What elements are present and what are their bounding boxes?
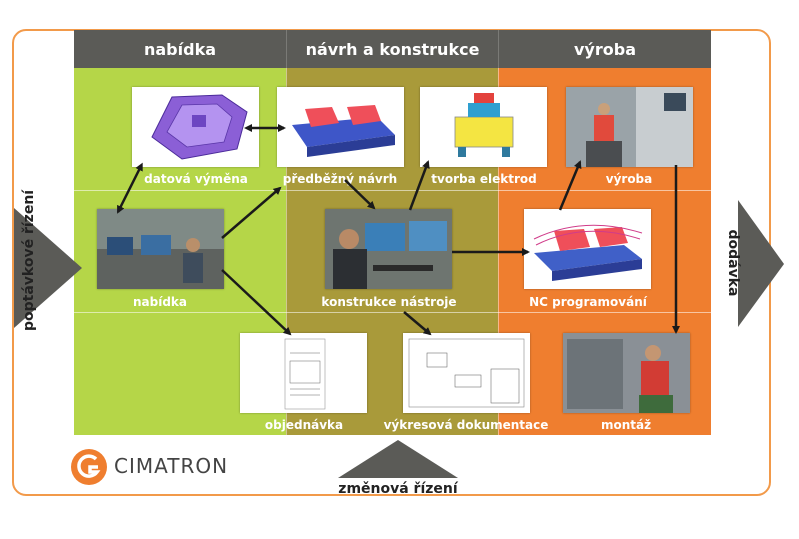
row-divider: [74, 190, 711, 191]
office-workers-photo-icon: [97, 209, 224, 289]
card-objednavka: [240, 333, 367, 413]
label-montaz: montáž: [600, 418, 652, 432]
header-navrh-a-konstrukce: návrh a konstrukce: [287, 30, 498, 68]
label-dodavka: dodávka: [725, 229, 741, 297]
toolpath-model-icon: [533, 224, 643, 281]
label-tvorba-elektrod: tvorba elektrod: [431, 172, 537, 186]
cimatron-logo-icon: [71, 449, 107, 485]
header-vyroba: výroba: [499, 30, 711, 68]
order-document-icon: [284, 338, 326, 410]
card-datova-vymena: [132, 87, 259, 167]
card-predbezny-navrh: [277, 87, 404, 167]
label-zmenova-rizeni: změnová řízení: [338, 481, 458, 497]
label-nc-programovani: NC programování: [529, 295, 647, 309]
label-vyroba: výroba: [605, 172, 653, 186]
card-konstrukce-nastroje: [325, 209, 452, 289]
card-montaz: [563, 333, 690, 413]
technical-drawing-icon: [408, 338, 525, 408]
assembly-worker-photo-icon: [563, 333, 690, 413]
label-konstrukce-nastroje: konstrukce nástroje: [321, 295, 457, 309]
card-nabidka: [97, 209, 224, 289]
designer-workstation-photo-icon: [325, 209, 452, 289]
cimatron-wordmark: CIMATRON: [114, 454, 229, 478]
label-nabidka: nabídka: [132, 295, 188, 309]
label-predbezny-navrh: předběžný návrh: [282, 172, 398, 186]
label-poptavkove-rizeni: poptávkové řízení: [21, 189, 37, 331]
machine-operator-photo-icon: [566, 87, 693, 167]
card-nc-programovani: [524, 209, 651, 289]
header-nabidka: nabídka: [74, 30, 286, 68]
card-vykresova-dokumentace: [403, 333, 530, 413]
card-tvorba-elektrod: [420, 87, 547, 167]
label-vykresova-dokumentace: výkresová dokumentace: [383, 418, 549, 432]
label-datova-vymena: datová výměna: [144, 172, 248, 186]
card-vyroba: [566, 87, 693, 167]
label-objednavka: objednávka: [264, 418, 344, 432]
row-divider: [74, 312, 711, 313]
column-divider: [286, 68, 287, 435]
mold-preview-icon: [292, 105, 395, 157]
cad-part-purple-icon: [151, 94, 248, 160]
electrode-model-icon: [454, 93, 514, 157]
